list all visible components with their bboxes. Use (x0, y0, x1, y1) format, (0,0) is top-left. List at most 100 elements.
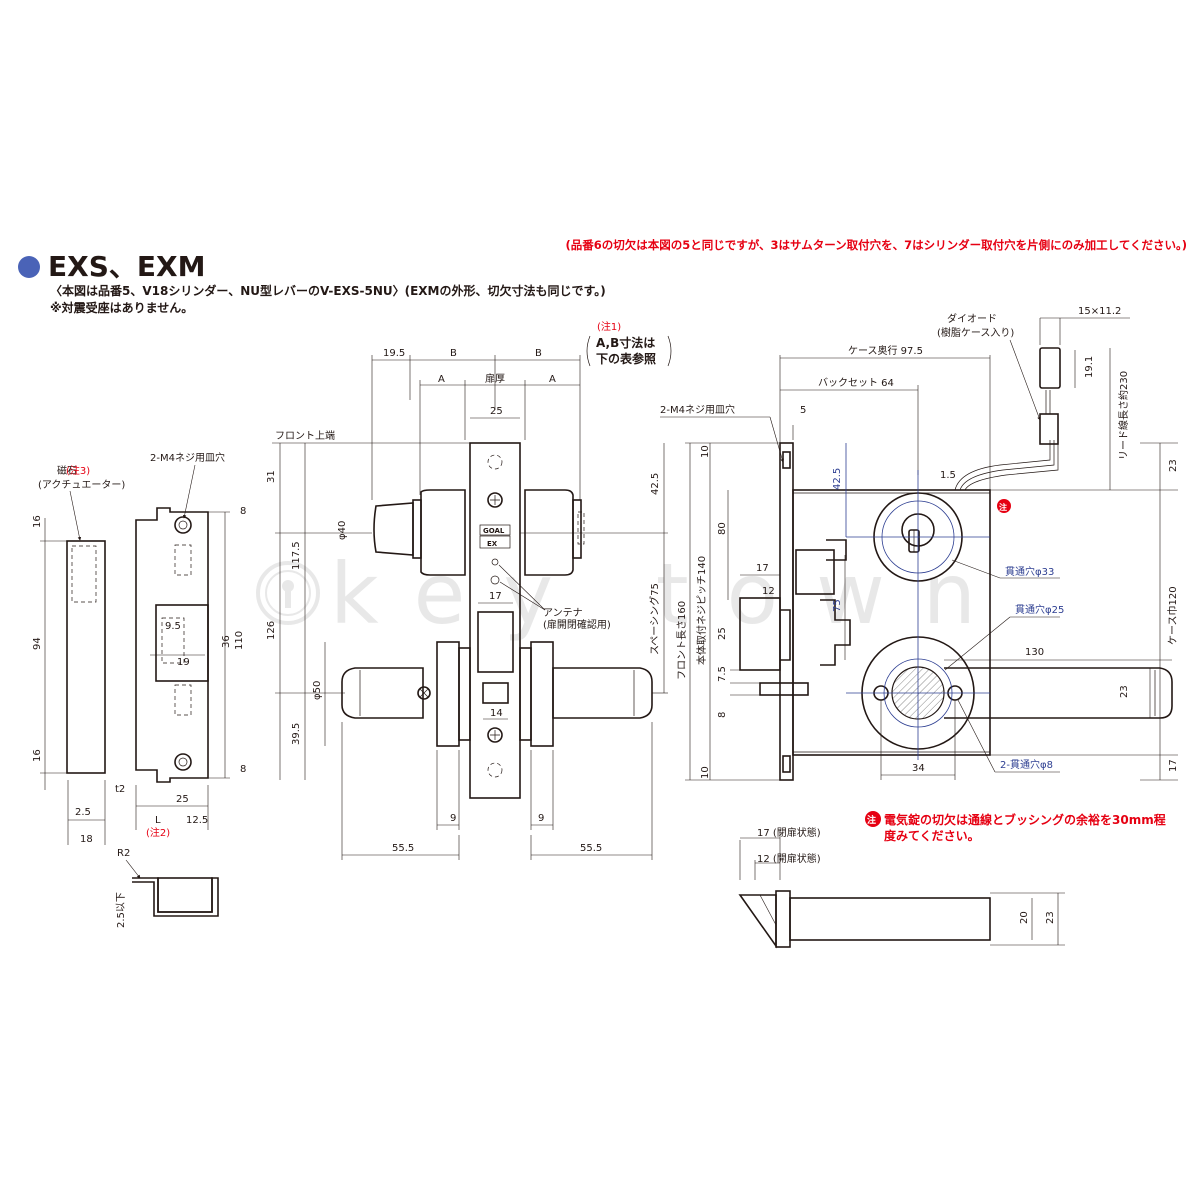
dim-16b: 16 (32, 749, 43, 762)
dim-7-5-side: 7.5 (717, 666, 728, 682)
strike-screw-bottom (174, 753, 192, 771)
dim-door-thickness: 扉厚 (485, 372, 505, 385)
latch-front (775, 890, 791, 948)
dim-19-5: 19.5 (383, 348, 405, 359)
hole25-label: 貫通穴φ25 (1015, 603, 1064, 616)
dim-A1: A (438, 374, 445, 385)
dim-17-side: 17 (756, 563, 769, 574)
front-screw-top (487, 492, 503, 508)
strike-plate-view: 磁石 (注3) (アクチュエーター) 2-M4ネジ用皿穴 16 94 16 8 … (32, 451, 246, 928)
latch-opening (477, 611, 514, 673)
deadbolt-opening (482, 682, 509, 704)
header: EXS、EXM 〈本図は品番5、V18シリンダー、NU型レバーのV-EXS-5N… (18, 238, 1187, 315)
thumbturn-left (373, 489, 466, 576)
top-red-note: (品番6の切欠は本図の5と同じですが、3はサムターン取付穴を、7はシリンダー取付… (565, 238, 1187, 252)
latch-body (789, 897, 991, 941)
lead-length-label: リード線長さ約230 (1117, 371, 1130, 460)
actuator-label: (アクチュエーター) (38, 479, 125, 491)
dim-94: 94 (32, 637, 43, 650)
hole8-label: 2-貫通穴φ8 (1000, 758, 1053, 771)
dim-A2: A (549, 374, 556, 385)
connector (1039, 347, 1061, 389)
watermark-text: key town (330, 545, 1014, 643)
screw-pitch-label: 本体取付ネジピッチ140 (695, 556, 708, 665)
dim-55-5a: 55.5 (392, 843, 414, 854)
note1-text-a: A,B寸法は (596, 335, 655, 350)
side-screw-label: 2-M4ネジ用皿穴 (660, 403, 735, 416)
dim-2-5: 2.5 (75, 807, 91, 818)
bottom-note-text-a: 電気錠の切欠は通線とブッシングの余裕を30mm程 (884, 812, 1166, 827)
dim-1-5: 1.5 (940, 470, 956, 481)
title-bullet-icon (18, 256, 40, 278)
dim-phi50: φ50 (312, 681, 323, 700)
dim-55-5b: 55.5 (580, 843, 602, 854)
latch-open-label: 12 (開扉状態) (757, 852, 821, 865)
strike-body (135, 507, 209, 783)
latch-closed-label: 17 (閉扉状態) (757, 826, 821, 839)
front-plate (469, 442, 521, 799)
dim-9-5: 9.5 (165, 621, 181, 632)
dim-36: 36 (221, 635, 232, 648)
bottom-note-mark: 注 (867, 814, 876, 826)
magnet-note-ref: (注3) (66, 464, 90, 477)
note1-text-b: 下の表参照 (596, 351, 656, 366)
dim-75-side: 75 (832, 599, 843, 612)
page-title: EXS、EXM (48, 250, 205, 283)
diode-label: ダイオード (947, 312, 997, 325)
dim-42-5-side: 42.5 (832, 468, 843, 490)
dim-10a: 10 (700, 445, 711, 458)
dim-9a: 9 (450, 813, 456, 824)
front-length-label: フロント長さ160 (676, 601, 688, 680)
bottom-note: 注 電気錠の切欠は通線とブッシングの余裕を30mm程 度みてください。 (865, 811, 1166, 843)
strike-screw-top (174, 516, 192, 534)
dim-8a: 8 (240, 506, 246, 517)
side-view: 2-M4ネジ用皿穴 ダイオード (樹脂ケース入り) 15×11.2 19.1 リ (660, 306, 1179, 781)
dim-80: 80 (717, 522, 728, 535)
dim-34: 34 (912, 763, 925, 774)
cylinder-right (524, 489, 585, 576)
note-mark-icon (997, 499, 1011, 513)
latch-dim-23: 23 (1045, 911, 1056, 924)
dim-12-5: 12.5 (186, 815, 208, 826)
dim-t2: t2 (115, 784, 125, 795)
case-depth-label: ケース奥行 97.5 (848, 344, 923, 357)
dim-10b: 10 (700, 766, 711, 779)
dim-130: 130 (1025, 647, 1044, 658)
deadbolt-block (795, 549, 835, 595)
dim-5: 5 (800, 405, 806, 416)
note2-ref: (注2) (146, 826, 170, 839)
strike-screw-label: 2-M4ネジ用皿穴 (150, 451, 225, 464)
dim-19-1: 19.1 (1084, 356, 1095, 378)
dim-B1: B (450, 348, 457, 359)
dim-16a: 16 (32, 515, 43, 528)
dim-31: 31 (266, 470, 277, 483)
magnet-outline (71, 545, 97, 603)
dim-B2: B (535, 348, 542, 359)
front-screw-bottom (487, 727, 503, 743)
dim-110: 110 (234, 631, 245, 650)
antenna-label: アンテナ (543, 607, 583, 619)
strike-edge-detail: R2 2.5以下 (116, 848, 219, 928)
hole33-label: 貫通穴φ33 (1005, 565, 1054, 578)
dim-25: 25 (490, 406, 503, 417)
dim-23-top: 23 (1168, 459, 1179, 472)
case-width-label: ケース巾120 (1166, 586, 1179, 645)
lever-right (519, 641, 653, 747)
detail-r2: R2 (117, 848, 130, 859)
magnet-plate (66, 540, 106, 774)
magnet-label: 磁石 (57, 464, 77, 477)
dim-18: 18 (80, 834, 93, 845)
bottom-note-text-b: 度みてください。 (884, 828, 980, 843)
diode-sub: (樹脂ケース入り) (937, 326, 1014, 339)
dim-23-lever: 23 (1119, 685, 1130, 698)
dim-L: L (155, 815, 161, 826)
dim-42-5: 42.5 (650, 473, 661, 495)
detail-limit: 2.5以下 (116, 892, 127, 928)
page-subtitle: 〈本図は品番5、V18シリンダー、NU型レバーのV-EXS-5NU〉(EXMの外… (50, 283, 606, 298)
dim-12-side: 12 (762, 586, 775, 597)
dim-126: 126 (266, 621, 277, 640)
dim-15x11-2: 15×11.2 (1078, 306, 1121, 317)
lever-left (341, 641, 471, 747)
watermark: key town (256, 545, 1014, 643)
